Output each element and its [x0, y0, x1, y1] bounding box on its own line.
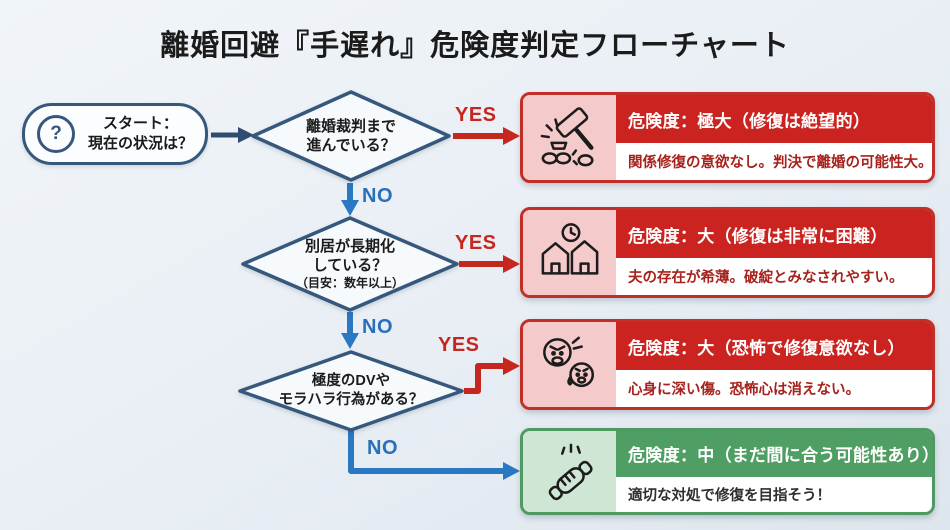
start-label: スタート： 現在の状況は？ — [87, 114, 193, 152]
result-header: 危険度：極大（修復は絶望的） — [616, 95, 932, 144]
no-label-2: NO — [362, 316, 393, 338]
result-card-dv: 危険度：大（恐怖で修復意欲なし） 心身に深い傷。恐怖心は消えない。 — [520, 319, 935, 410]
angry-fearful-faces-icon — [523, 322, 616, 407]
decision-court: 離婚裁判まで 進んでいる？ — [250, 89, 452, 183]
diamond-shape — [241, 216, 459, 312]
result-card-extreme: 危険度：極大（修復は絶望的） 関係修復の意欲なし。判決で離婚の可能性大。 — [520, 92, 935, 183]
decision-dv-label: 極度のDVや モラハラ行為がある？ — [278, 373, 424, 408]
result-body: 夫の存在が希薄。破綻とみなされやすい。 — [616, 258, 932, 295]
result-card-separation: 危険度：大（修復は非常に困難） 夫の存在が希薄。破綻とみなされやすい。 — [520, 207, 935, 298]
arrow-no-2 — [341, 312, 359, 349]
handshake-icon — [523, 431, 616, 512]
result-body: 関係修復の意欲なし。判決で離婚の可能性大。 — [616, 143, 932, 180]
page-title: 離婚回避『手遅れ』危険度判定フローチャート — [160, 30, 790, 62]
result-header: 危険度：大（恐怖で修復意欲なし） — [616, 322, 932, 371]
yes-label-2: YES — [455, 232, 497, 254]
result-body: 心身に深い傷。恐怖心は消えない。 — [616, 370, 932, 407]
decision-separation-label: 別居が長期化 している？ （目安：数年以上） — [295, 237, 404, 290]
arrow-no-1 — [341, 183, 359, 216]
arrow-yes-2 — [459, 255, 520, 273]
gavel-broken-chain-icon — [523, 95, 616, 180]
no-label-1: NO — [362, 185, 393, 207]
decision-court-label: 離婚裁判まで 進んでいる？ — [305, 117, 396, 155]
arrow-start — [211, 127, 254, 143]
decision-dv: 極度のDVや モラハラ行為がある？ — [237, 349, 465, 433]
question-icon: ? — [37, 115, 75, 153]
yes-label-1: YES — [455, 104, 497, 126]
result-header: 危険度：中（まだ間に合う可能性あり） — [616, 431, 932, 477]
start-node: ? スタート： 現在の状況は？ — [22, 103, 208, 165]
decision-separation: 別居が長期化 している？ （目安：数年以上） — [240, 215, 460, 313]
result-body: 適切な対処で修復を目指そう！ — [616, 476, 932, 512]
houses-clock-icon — [523, 210, 616, 295]
arrow-yes-3 — [464, 357, 520, 394]
arrow-yes-1 — [453, 127, 520, 145]
diamond-shape — [251, 90, 451, 182]
no-label-3: NO — [367, 437, 398, 459]
result-card-recoverable: 危険度：中（まだ間に合う可能性あり） 適切な対処で修復を目指そう！ — [520, 428, 935, 515]
result-header: 危険度：大（修復は非常に困難） — [616, 210, 932, 259]
yes-label-3: YES — [438, 334, 480, 356]
